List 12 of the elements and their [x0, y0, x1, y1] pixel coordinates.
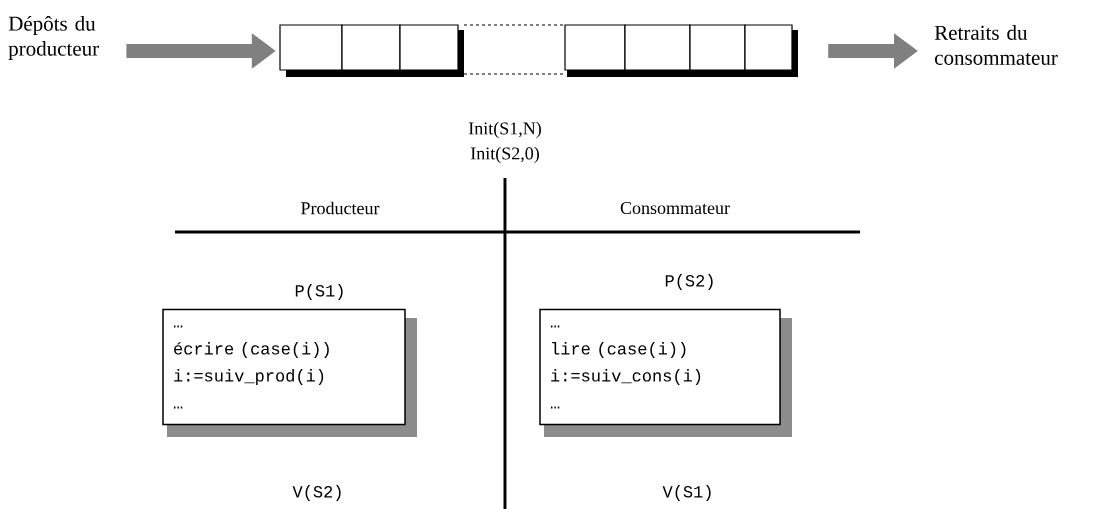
semaphore-operation: P(S2) — [665, 274, 713, 290]
semaphore-operation: V(S1) — [662, 485, 711, 501]
code-box: … lire (case(i)) i:=suiv_cons(i) … — [539, 308, 792, 437]
column-heading: Producteur — [301, 201, 380, 215]
buffer-drawing — [279, 24, 798, 77]
source-label: Retraits du consommateur — [934, 25, 1058, 65]
init-statement: Init(S1,N) — [468, 121, 541, 139]
code-box: … écrire (case(i)) i:=suiv_prod(i) … — [162, 308, 417, 437]
init-statement: Init(S2,0) — [470, 146, 539, 164]
column-heading: Consommateur — [620, 201, 730, 215]
semaphore-operation: V(S2) — [292, 485, 341, 501]
source-label: Dépôts du producteur — [8, 15, 99, 61]
